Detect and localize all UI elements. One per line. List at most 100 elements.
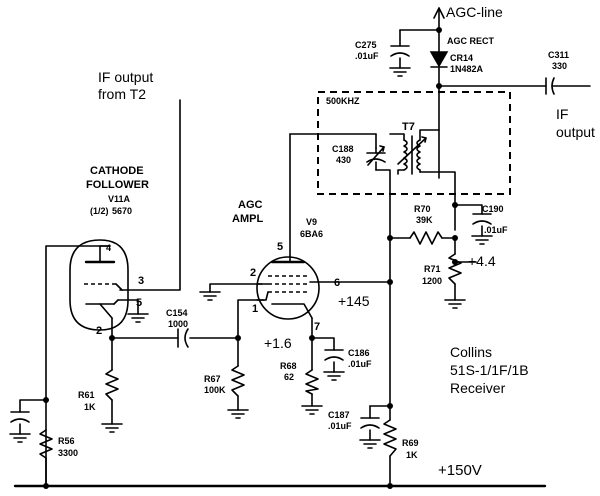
junction: [452, 202, 458, 208]
label-c275: C275: [355, 40, 377, 50]
label-c154: C154: [166, 308, 188, 318]
wire-v11-plate: [45, 245, 111, 401]
label-r69: R69: [402, 438, 419, 448]
diode-cr14: [429, 51, 449, 68]
junction: [436, 27, 442, 33]
label-r67: R67: [204, 374, 221, 384]
tube-v9: [256, 255, 320, 320]
label-r61: R61: [78, 390, 95, 400]
label-v11a: V11A: [108, 194, 131, 204]
label-plus145: +145: [338, 293, 370, 309]
wire-if-input: [119, 99, 181, 291]
label-if-output-out-1: IF: [556, 106, 568, 122]
label-r71-value: 1200: [422, 276, 442, 286]
resistors: [39, 231, 462, 487]
resistor-r67: [231, 365, 245, 397]
label-plus16: +1.6: [264, 335, 292, 351]
label-500khz: 500KHZ: [326, 96, 360, 106]
resistor-r70: [409, 231, 443, 245]
label-r56-value: 3300: [58, 448, 78, 458]
label-r71: R71: [424, 264, 441, 274]
ground-symbol: [444, 299, 466, 309]
label-if-output-out-2: output: [556, 124, 595, 140]
label-c190: C190: [482, 204, 504, 214]
pin-number: 7: [314, 321, 320, 333]
ground-symbol: [227, 409, 249, 419]
label-cathode: CATHODE: [90, 165, 144, 177]
ground-symbol: [101, 423, 123, 433]
pin-number: 2: [96, 325, 102, 337]
capacitor-c275: [390, 45, 410, 57]
label-c187-value: .01uF: [328, 421, 352, 431]
capacitors: [10, 45, 555, 429]
wire-v9-pin2: [209, 283, 263, 293]
pin-number: 5: [136, 297, 142, 309]
capacitor-c311: [545, 77, 555, 95]
label-c311-value: 330: [552, 61, 567, 71]
label-c186-value: .01uF: [348, 359, 372, 369]
label-agc-rect: AGC RECT: [447, 36, 495, 46]
label-agc-line: AGC-line: [446, 4, 503, 20]
resistor-r71: [448, 253, 462, 285]
resistor-r56: [39, 429, 53, 459]
ground-symbol: [389, 67, 411, 77]
capacitor-c187: [360, 417, 380, 429]
label-plus44: +4.4: [468, 253, 496, 269]
label-v11a-fraction: (1/2): [90, 206, 109, 216]
label-r56: R56: [58, 436, 75, 446]
resistor-r68: [305, 369, 319, 395]
shield-box-500khz: [317, 91, 511, 195]
label-cr14: CR14: [450, 53, 473, 63]
capacitor-bypass-left: [10, 411, 30, 423]
capacitor-c188: [366, 145, 386, 171]
pin-number: 6: [334, 277, 340, 289]
tube-v11a: [69, 239, 129, 331]
label-plus150: +150V: [438, 462, 482, 479]
label-v9-tube: 6BA6: [300, 229, 323, 239]
label-r61-value: 1K: [84, 402, 96, 412]
ground-symbol: [127, 313, 149, 323]
label-ampl: AMPL: [232, 213, 263, 225]
pin-number: 2: [250, 267, 256, 279]
label-r68: R68: [280, 361, 297, 371]
pin-number: 4: [106, 243, 111, 253]
capacitor-c154: [177, 328, 189, 348]
label-c186: C186: [348, 348, 370, 358]
label-r68-value: 62: [284, 372, 294, 382]
junction: [387, 235, 393, 241]
label-cr14-part: 1N482A: [450, 64, 484, 74]
label-t7: T7: [402, 121, 415, 133]
pin-number: 5: [277, 241, 283, 253]
junction: [309, 335, 315, 341]
ground-symbol: [199, 291, 221, 301]
label-c275-value: .01uF: [355, 51, 379, 61]
label-agc: AGC: [238, 199, 263, 211]
tube-envelope: [69, 239, 129, 331]
label-c311: C311: [548, 50, 569, 60]
label-if-output-in-1: IF output: [98, 69, 153, 85]
v9-cathode: [271, 303, 313, 319]
label-r70-value: 39K: [416, 215, 433, 225]
junction: [452, 235, 458, 241]
capacitor-c186: [324, 349, 344, 361]
junction: [387, 483, 393, 489]
pin-number: 3: [138, 275, 144, 287]
junction: [235, 335, 241, 341]
ground-symbol: [9, 433, 31, 443]
ground-symbol: [301, 405, 323, 415]
transformer-t7: [317, 91, 511, 195]
junction: [109, 335, 115, 341]
labels: AGC-line AGC RECT CR14 1N482A C275 .01uF…: [58, 4, 595, 479]
agc-arrow: [433, 7, 445, 19]
label-if-output-in-2: from T2: [98, 86, 146, 102]
pin-number: 1: [252, 303, 258, 315]
wire-t7-primary-bottom: [375, 169, 391, 239]
wire-v9-grid: [237, 299, 265, 339]
junction: [387, 279, 393, 285]
label-r70: R70: [414, 204, 431, 214]
label-model: 51S-1/1F/1B: [450, 362, 529, 378]
label-v9: V9: [306, 217, 317, 227]
junction: [387, 403, 393, 409]
resistor-r61: [105, 369, 119, 401]
